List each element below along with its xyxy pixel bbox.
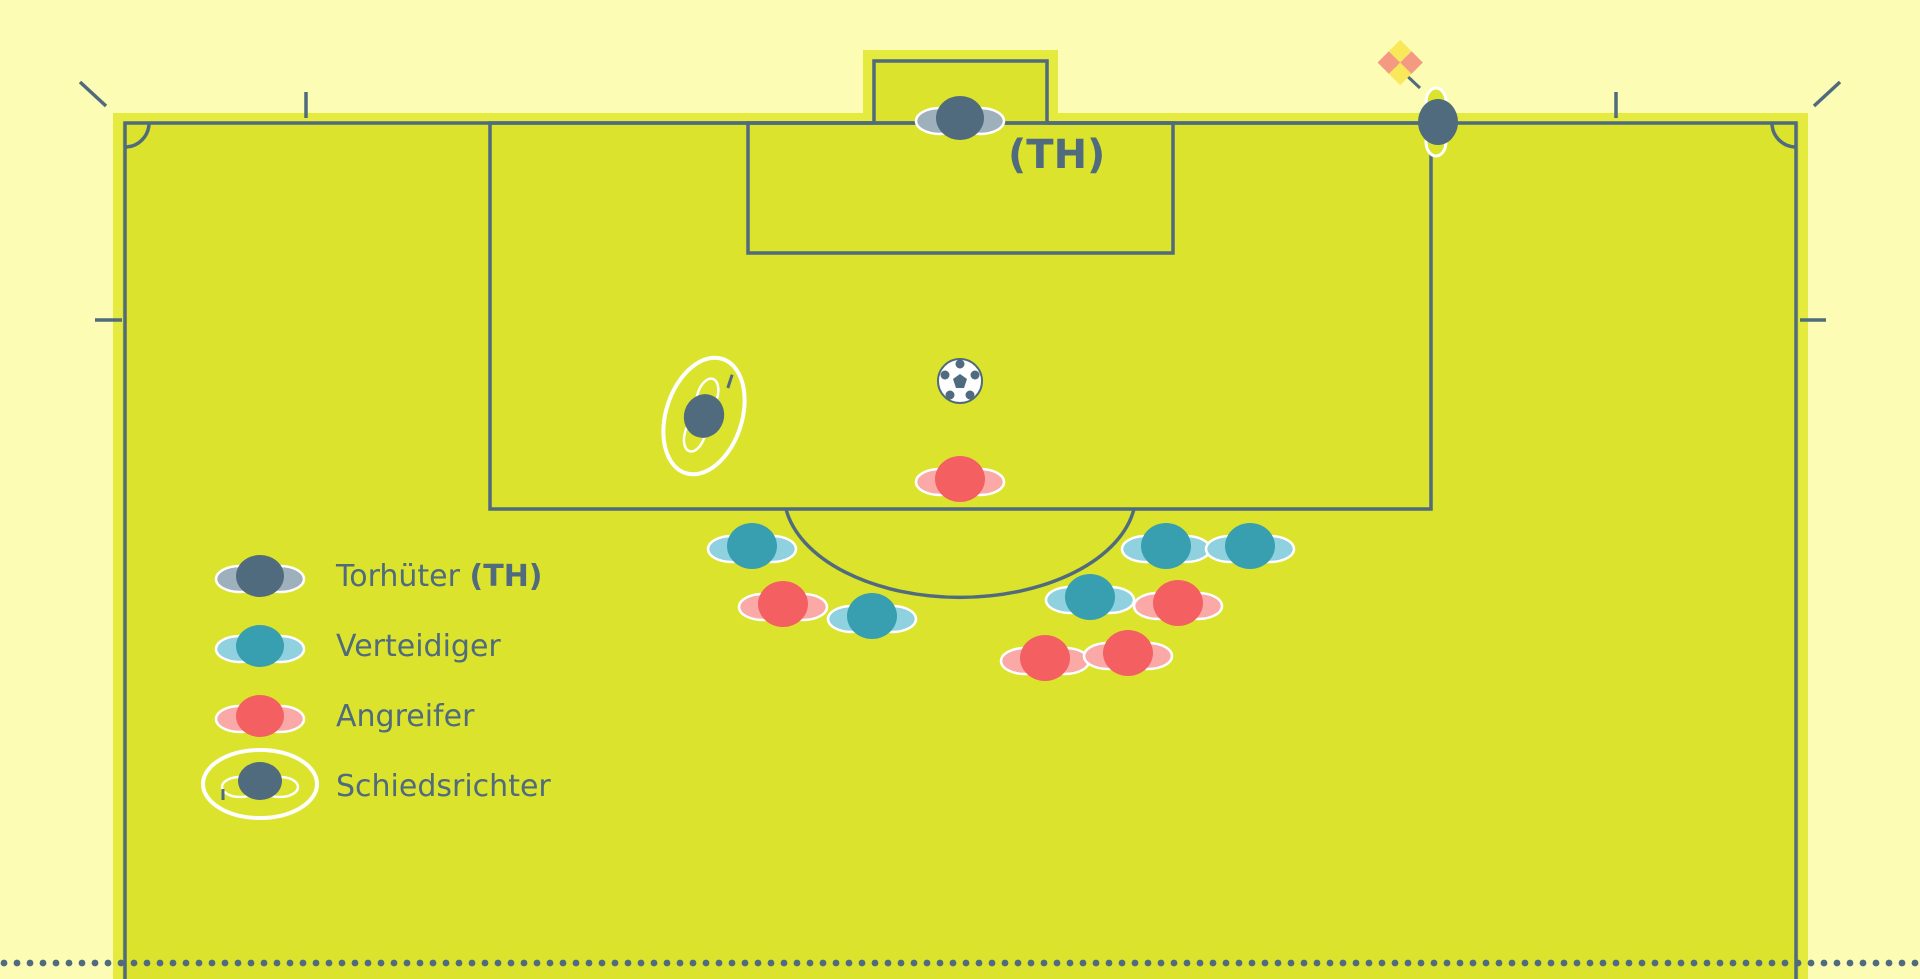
legend: Torhüter (TH) Verteidiger Angreifer bbox=[201, 555, 551, 820]
soccer-ball-icon bbox=[937, 358, 983, 404]
legend-suffix: (TH) bbox=[470, 559, 543, 594]
corner-flag-icon bbox=[1377, 39, 1423, 90]
legend-item-goalkeeper: Torhüter (TH) bbox=[214, 555, 543, 597]
defender-player bbox=[1204, 523, 1296, 569]
defender-player bbox=[706, 523, 798, 569]
defender-player bbox=[1120, 523, 1212, 569]
defender-player bbox=[1044, 574, 1136, 620]
legend-goalkeeper-icon bbox=[214, 555, 306, 597]
attacker-player bbox=[1132, 580, 1224, 626]
goal-net bbox=[872, 59, 1049, 123]
attacker-player bbox=[914, 456, 1006, 502]
defender-player bbox=[826, 593, 918, 639]
corner-arc-left bbox=[124, 122, 151, 149]
svg-text:Torhüter (TH): Torhüter (TH) bbox=[335, 559, 543, 594]
legend-attacker-icon bbox=[214, 695, 306, 737]
legend-item-defender: Verteidiger bbox=[214, 625, 501, 667]
tick-corner-left bbox=[78, 80, 108, 108]
goalkeeper-player bbox=[914, 96, 1006, 140]
legend-label: Angreifer bbox=[336, 699, 475, 734]
referee-player bbox=[661, 355, 747, 477]
legend-label: Schiedsrichter bbox=[336, 769, 551, 804]
attacker-player bbox=[1082, 630, 1174, 676]
legend-referee-icon bbox=[201, 748, 319, 820]
attacker-player bbox=[999, 635, 1091, 681]
pitch bbox=[113, 50, 1808, 979]
legend-item-referee: Schiedsrichter bbox=[201, 748, 551, 820]
corner-arc-right bbox=[1770, 122, 1797, 149]
penalty-arc bbox=[784, 508, 1136, 600]
assistant-referee bbox=[1418, 86, 1458, 158]
attackers-group bbox=[737, 456, 1224, 681]
legend-label: Torhüter bbox=[335, 559, 470, 594]
attacker-player bbox=[737, 581, 829, 627]
goalkeeper-label: (TH) bbox=[1008, 132, 1105, 178]
legend-defender-icon bbox=[214, 625, 306, 667]
legend-item-attacker: Angreifer bbox=[214, 695, 475, 737]
dotted-halfway-line bbox=[0, 959, 1919, 967]
defenders-group bbox=[706, 523, 1296, 639]
legend-label: Verteidiger bbox=[336, 629, 501, 664]
tick-corner-right bbox=[1812, 80, 1842, 108]
